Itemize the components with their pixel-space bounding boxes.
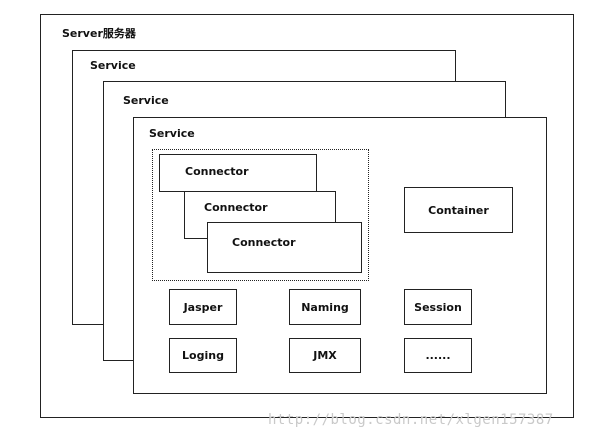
component-jasper: Jasper bbox=[169, 289, 237, 325]
service-label-3: Service bbox=[149, 127, 195, 140]
service-label-2: Service bbox=[123, 94, 169, 107]
container-box: Container bbox=[404, 187, 513, 233]
component-label: JMX bbox=[313, 349, 337, 362]
component-naming: Naming bbox=[289, 289, 361, 325]
component-label: ...... bbox=[425, 349, 451, 362]
connector-box-1: Connector bbox=[159, 154, 317, 192]
component-session: Session bbox=[404, 289, 472, 325]
server-label: Server服务器 bbox=[62, 27, 136, 40]
component-jmx: JMX bbox=[289, 338, 361, 373]
connector-box-3: Connector bbox=[207, 222, 362, 273]
connector-label-3: Connector bbox=[232, 236, 296, 249]
component-label: Naming bbox=[301, 300, 349, 314]
component-label: Jasper bbox=[183, 300, 223, 314]
container-label: Container bbox=[428, 203, 489, 217]
component-more: ...... bbox=[404, 338, 472, 373]
watermark-text: http://blog.csdn.net/xlgen157387 bbox=[268, 412, 554, 428]
component-loging: Loging bbox=[169, 338, 237, 373]
component-label: Loging bbox=[182, 349, 224, 362]
component-label: Session bbox=[414, 300, 462, 314]
connector-label-1: Connector bbox=[185, 165, 249, 178]
service-label-1: Service bbox=[90, 59, 136, 72]
connector-label-2: Connector bbox=[204, 201, 268, 214]
